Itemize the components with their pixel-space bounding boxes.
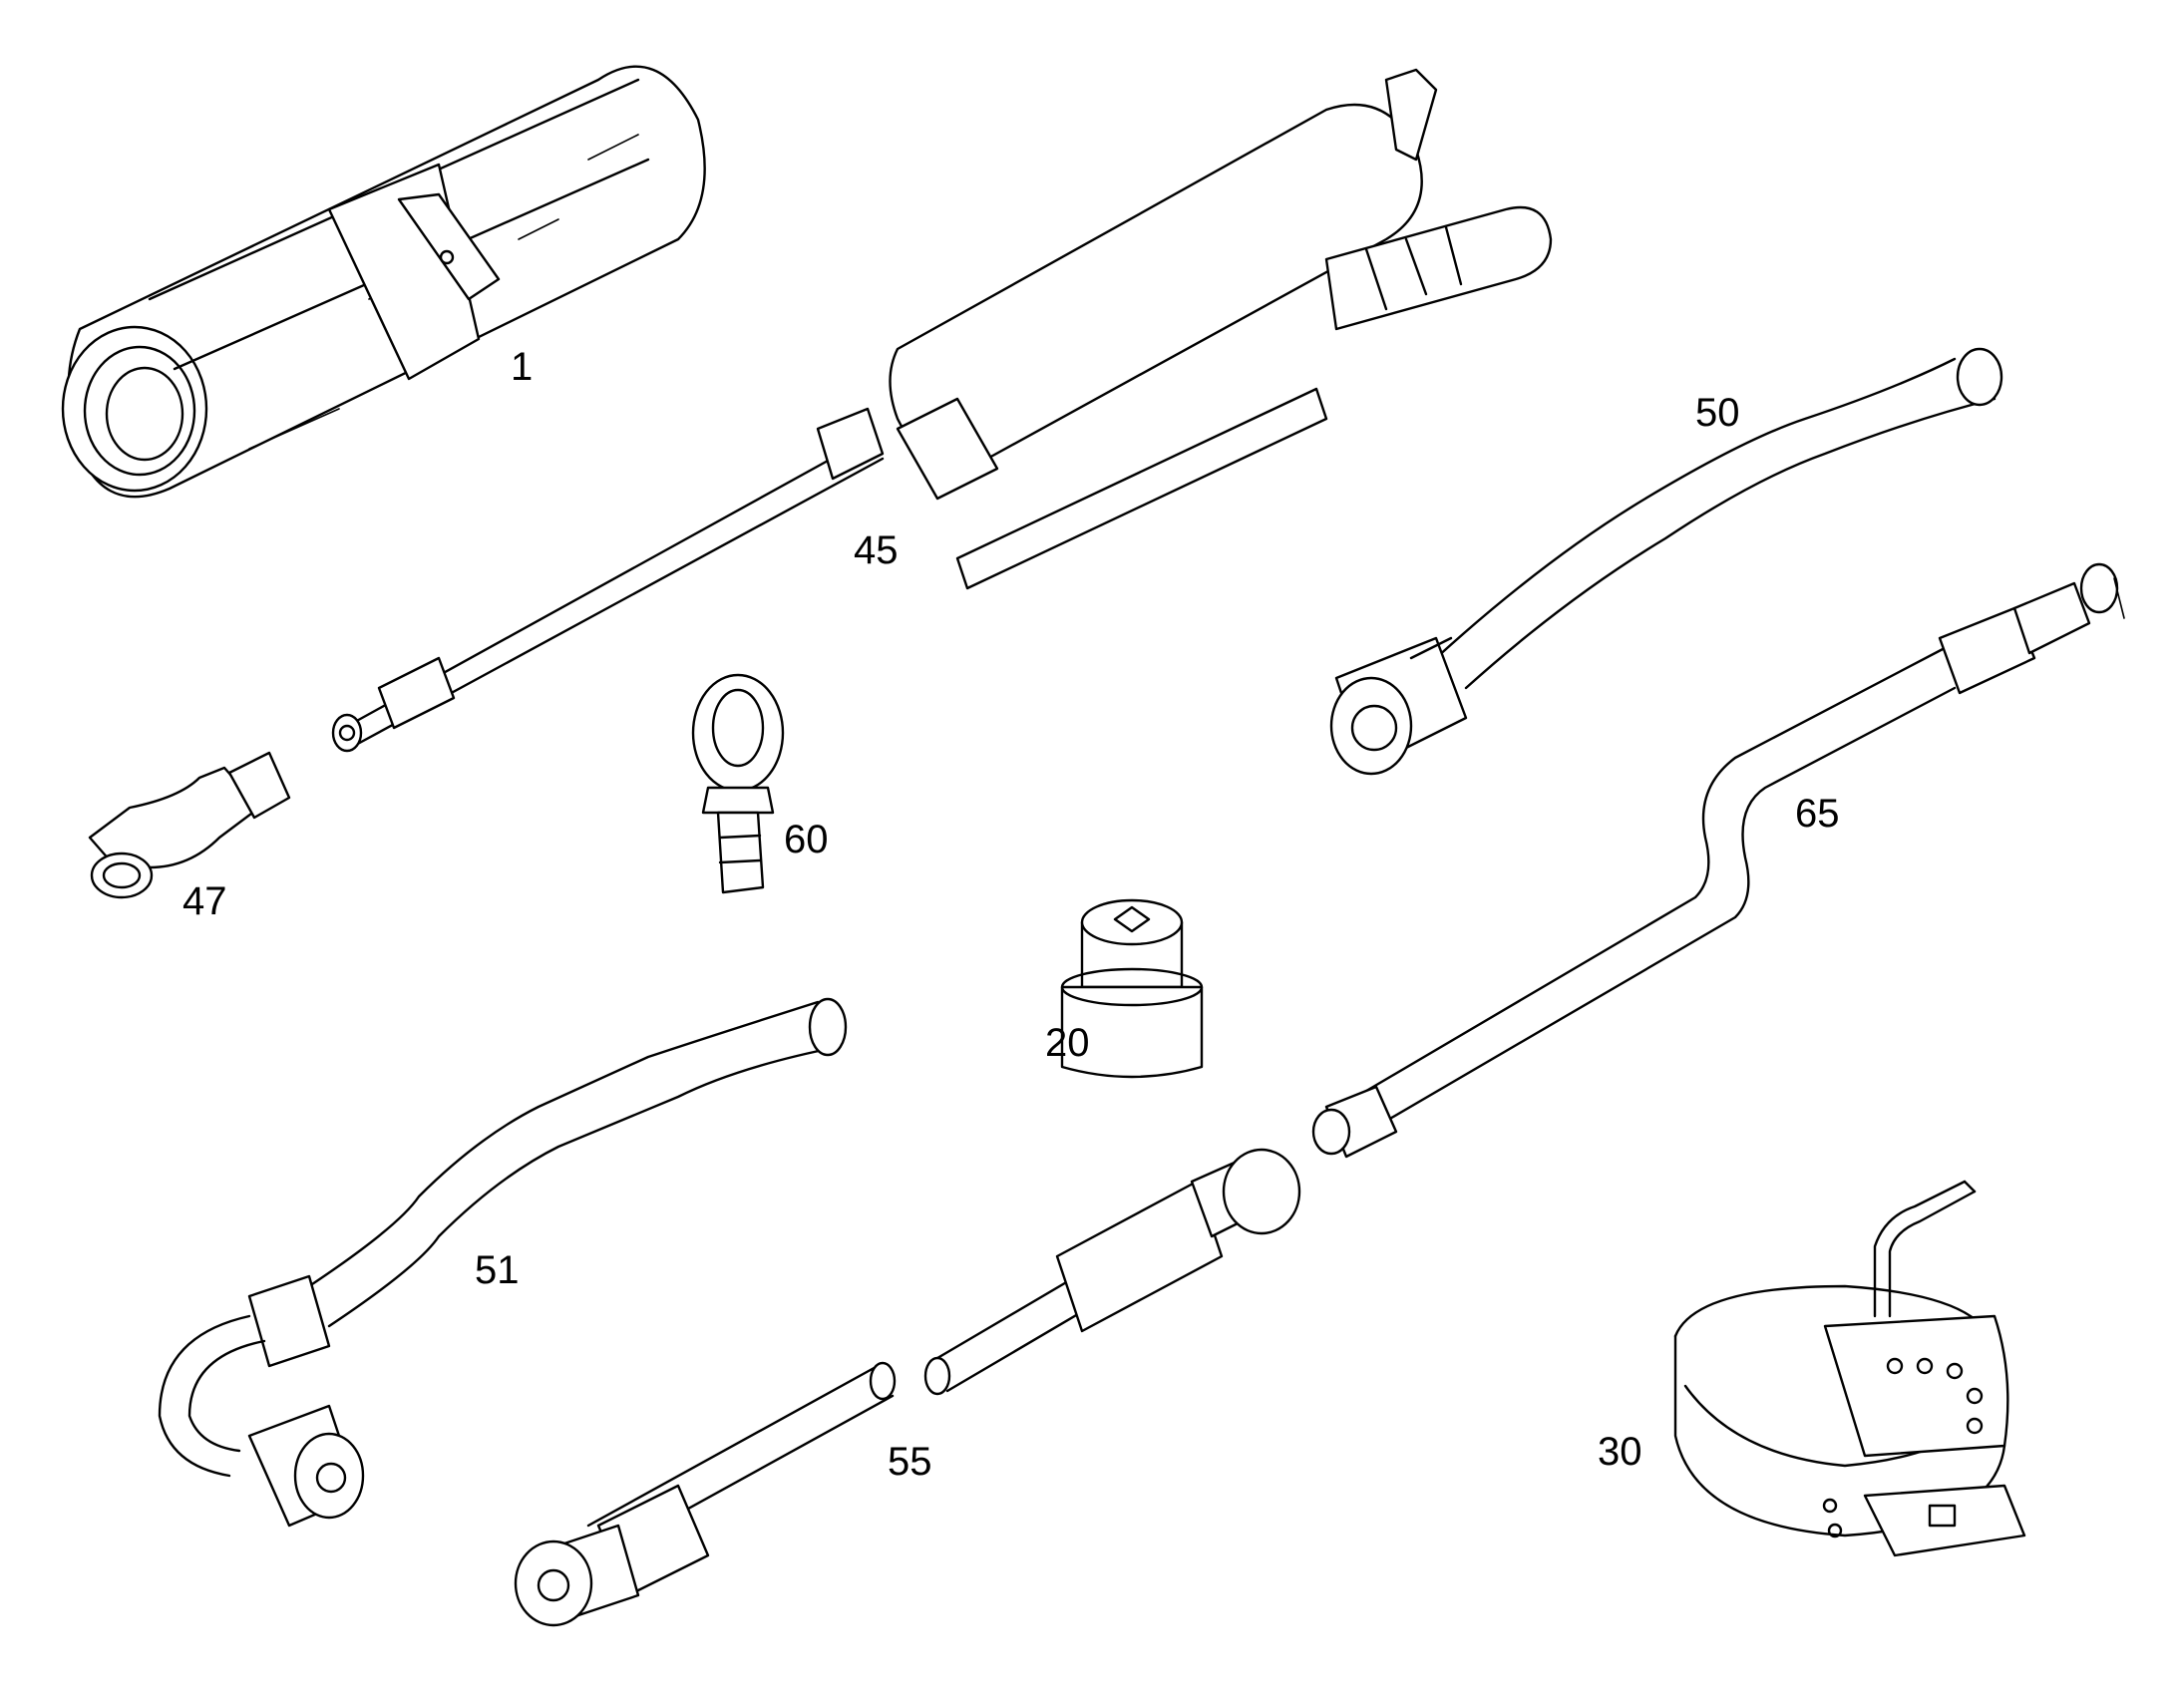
- ring-compressor-30: [1673, 1180, 2026, 1557]
- hose-50: [1329, 347, 2003, 776]
- part-label-1: 1: [511, 345, 534, 389]
- part-label-30: 30: [1598, 1430, 1642, 1474]
- ring-compressor-holes: [1822, 1498, 1843, 1538]
- part-label-47: 47: [182, 879, 227, 923]
- tool-roll: [61, 65, 706, 499]
- part-label-65: 65: [1795, 792, 1840, 836]
- part-label-60: 60: [784, 818, 829, 861]
- eye-bolt-60: [691, 673, 785, 894]
- socket-20: [1060, 898, 1204, 1079]
- grease-gun: [331, 68, 1553, 753]
- part-label-50: 50: [1695, 391, 1740, 435]
- part-label-55: 55: [888, 1440, 932, 1484]
- hose-51: [158, 997, 848, 1528]
- elbow-47: [88, 751, 291, 899]
- hose-65: [1311, 562, 2125, 1159]
- part-label-45: 45: [854, 528, 899, 572]
- hose-55: [514, 1148, 1301, 1627]
- part-label-20: 20: [1045, 1021, 1090, 1065]
- part-label-51: 51: [475, 1248, 520, 1292]
